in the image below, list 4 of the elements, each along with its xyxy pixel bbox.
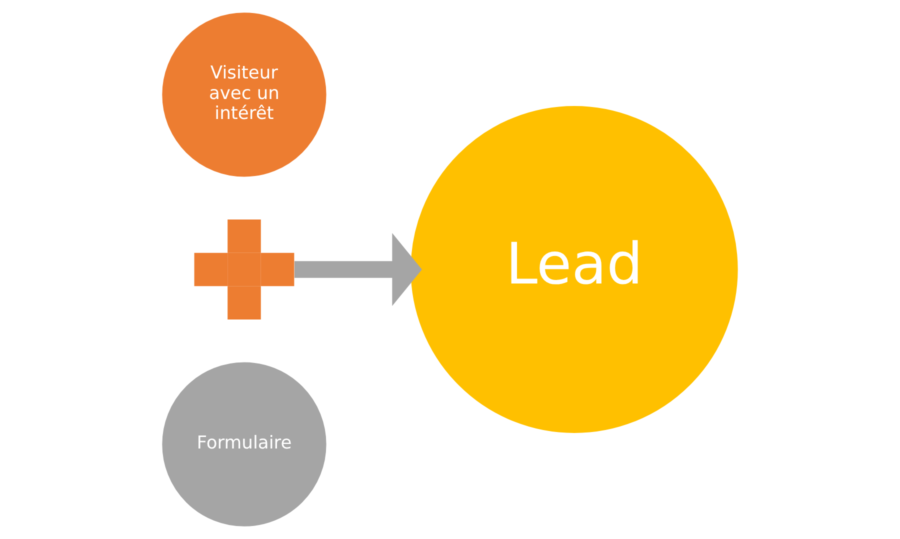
node-circle: Lead [410,106,738,434]
arrow [294,233,422,306]
node-circle: Formulaire [162,362,326,526]
node-circle: Visiteur avec un intérêt [162,12,326,177]
